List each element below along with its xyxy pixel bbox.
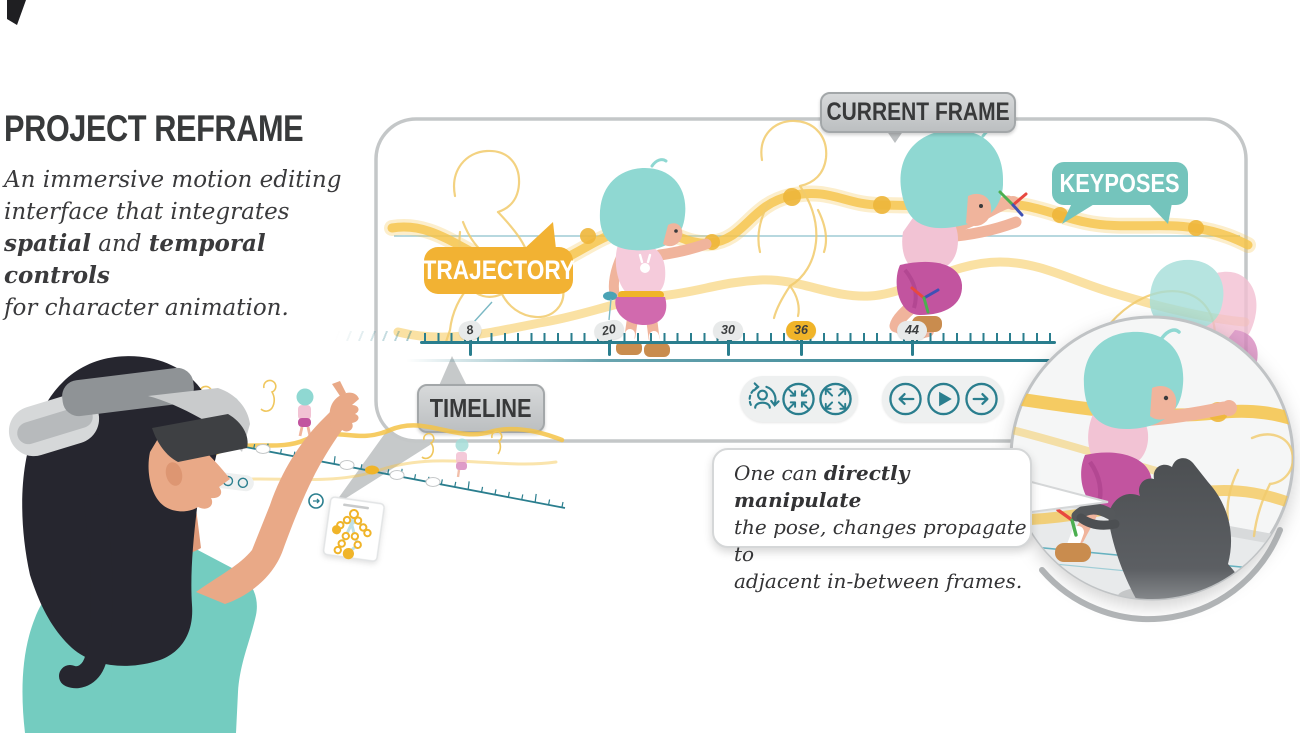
timeline-label: TIMELINE — [417, 384, 545, 433]
keyposes-label-tail-left — [1062, 203, 1096, 224]
frame-pill-44[interactable]: 44 — [897, 321, 927, 340]
keyposes-label-tail-right — [1148, 203, 1172, 224]
desc-line-4: for character animation. — [4, 295, 289, 321]
timeline-fade-ticks — [333, 331, 421, 341]
play-button[interactable] — [926, 382, 961, 417]
desc-line-1: An immersive motion editing — [4, 167, 342, 193]
major-tick-20 — [607, 330, 611, 356]
intro-description: An immersive motion editing interface th… — [4, 164, 374, 324]
major-tick-44 — [910, 330, 914, 356]
current-frame-character[interactable] — [889, 127, 1028, 339]
page-title: PROJECT REFRAME — [4, 108, 304, 149]
frame-pill-36[interactable]: 36 — [786, 321, 816, 340]
desc-line-3: spatial and temporal controls — [4, 230, 266, 289]
next-frame-button[interactable] — [964, 382, 999, 417]
avatar-cycle-icon — [748, 382, 780, 409]
view-controls-group — [740, 376, 858, 422]
timeline-label-tail — [438, 356, 468, 388]
foot-gizmo[interactable] — [910, 286, 940, 314]
frame-pill-30[interactable]: 30 — [713, 321, 743, 340]
intro-block: PROJECT REFRAME An immersive motion edit… — [4, 108, 374, 324]
arrows-inward-icon — [782, 382, 816, 416]
hand-gizmo[interactable] — [998, 190, 1028, 217]
expand-button[interactable] — [818, 382, 853, 417]
major-tick-36 — [799, 330, 803, 356]
frame8-connector — [472, 301, 493, 324]
previous-frame-button[interactable] — [888, 382, 923, 417]
corner-mark — [7, 0, 26, 25]
current-frame-label: CURRENT FRAME — [820, 92, 1016, 133]
callout-line-2: the pose, changes propagate to — [734, 515, 1027, 566]
arrow-right-icon — [964, 382, 998, 416]
arrow-left-icon — [888, 382, 922, 416]
trajectory-label-tail — [524, 222, 556, 249]
keyposes-label: KEYPOSES — [1052, 162, 1188, 205]
callout-line-3: adjacent in-between frames. — [734, 569, 1023, 593]
trajectory-nodes[interactable] — [580, 188, 1204, 250]
playback-controls-group — [882, 376, 1004, 422]
frame20-connector — [608, 298, 612, 321]
trajectory-label: TRAJECTORY — [422, 247, 575, 294]
callout-bubble: One can directly manipulate the pose, ch… — [712, 448, 1032, 593]
ghost-pose-2 — [757, 119, 828, 320]
arrows-outward-icon — [819, 382, 852, 416]
character-loop-button[interactable] — [745, 382, 780, 417]
major-tick-8 — [468, 330, 472, 356]
callout-line-1: One can directly manipulate — [734, 461, 910, 512]
major-tick-30 — [726, 330, 730, 356]
timeline-secondary-line — [406, 359, 1056, 362]
play-icon — [926, 382, 960, 416]
collapse-button[interactable] — [781, 382, 816, 417]
desc-line-2: interface that integrates — [4, 199, 290, 225]
keypose-character-20[interactable] — [599, 158, 712, 357]
timeline-track[interactable] — [420, 341, 1056, 344]
